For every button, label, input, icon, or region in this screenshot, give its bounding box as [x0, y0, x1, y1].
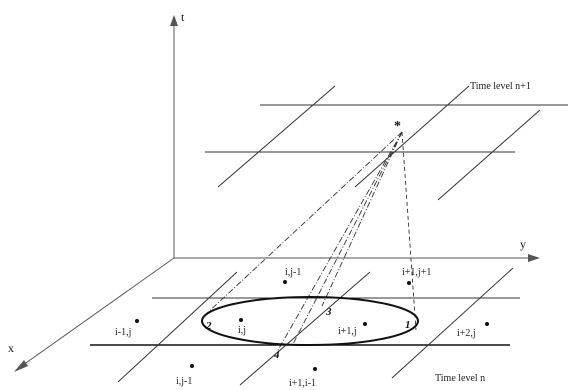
upper-diagonal-line: [437, 109, 541, 201]
grid-node-label: i,j-1: [176, 376, 192, 387]
upper-diagonal-line: [354, 85, 470, 188]
time-level-upper-grid: Time level n+1: [205, 81, 568, 201]
grid-node: [313, 367, 317, 371]
grid-node: [239, 318, 243, 322]
t-axis-arrow-icon: [170, 15, 178, 26]
grid-nodes: i,j-1 i+1,j+1 i-1,j i,j i+1,j i+2,j i,j-…: [115, 267, 489, 389]
axes: t y x: [8, 10, 540, 372]
x-axis-label: x: [8, 341, 14, 355]
trajectory-line-to-2: [203, 131, 403, 317]
lower-diagonal-line: [117, 271, 238, 383]
grid-node-label: i+1,j+1: [402, 267, 431, 278]
lower-diagonal-line: [391, 267, 514, 379]
grid-node-label: i+1,i-1: [289, 378, 316, 389]
grid-node: [135, 319, 139, 323]
time-level-lower-grid: Time level n: [90, 267, 520, 386]
intersection-marker-1: 1: [405, 319, 411, 331]
grid-node: [190, 364, 194, 368]
lower-diagonal-line: [239, 271, 371, 386]
intersection-markers: 1 2 3 4: [205, 306, 411, 361]
time-level-upper-label: Time level n+1: [470, 81, 531, 92]
y-axis-label: y: [520, 237, 526, 251]
grid-node-label: i+2,j: [457, 328, 476, 339]
grid-node-label: i,j-1: [285, 267, 301, 278]
grid-node: [283, 280, 287, 284]
grid-node: [407, 281, 411, 285]
grid-node: [363, 322, 367, 326]
grid-node-label: i-1,j: [115, 327, 131, 338]
x-axis: [15, 257, 175, 371]
trajectory-line-to-4b: [291, 131, 403, 347]
grid-node: [485, 322, 489, 326]
grid-node-label: i,j: [238, 325, 246, 336]
y-axis-arrow-icon: [528, 254, 540, 262]
trajectory-line-to-1: [401, 131, 417, 331]
trajectory-line-to-3: [321, 131, 403, 307]
t-axis-label: t: [181, 10, 185, 24]
intersection-marker-4: 4: [273, 349, 280, 361]
interpolation-ellipse: [201, 296, 419, 346]
trajectory-lines: *: [203, 119, 417, 353]
grid-node-label: i+1,j: [338, 326, 357, 337]
departure-point-marker: *: [394, 119, 401, 134]
intersection-marker-3: 3: [325, 306, 332, 318]
x-axis-arrow-icon: [14, 360, 28, 372]
intersection-marker-2: 2: [205, 320, 212, 332]
upper-diagonal-line: [217, 85, 336, 188]
trajectory-line-to-4: [276, 131, 403, 353]
time-level-lower-label: Time level n: [435, 373, 485, 384]
